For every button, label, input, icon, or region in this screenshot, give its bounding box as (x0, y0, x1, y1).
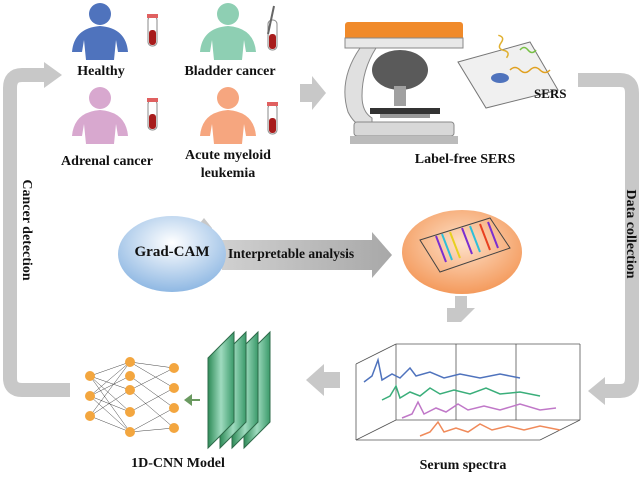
arrow-down-spectra (447, 296, 475, 322)
sers-instrument-icon (344, 22, 464, 144)
sers-substrate-icon (457, 34, 559, 109)
heatmap-ellipse (402, 210, 522, 294)
gradcam-label: Grad-CAM (134, 244, 210, 260)
label-adrenal-cancer: Adrenal cancer (61, 154, 153, 169)
spectra-plot-icon (355, 343, 581, 441)
label-sers: SERS (534, 86, 567, 101)
bladder-person-icon (200, 3, 256, 60)
gradcam-ellipse (118, 216, 226, 292)
adrenal-person-icon (72, 87, 128, 144)
neural-network-icon (85, 357, 200, 437)
cnn-layers-icon (207, 330, 271, 450)
bladder-tube-icon (267, 5, 278, 51)
label-aml-line2: leukemia (200, 166, 256, 181)
cancer-detection-label: Cancer detection (19, 179, 34, 281)
arrow-to-sers (300, 76, 326, 110)
aml-person-icon (200, 87, 256, 144)
loop-arrow-left (3, 68, 70, 397)
loop-arrow-left-head (44, 62, 62, 88)
loop-arrow-right (578, 73, 639, 398)
adrenal-tube-icon (147, 98, 158, 131)
loop-arrow-right-head (588, 377, 605, 405)
label-instrument: Label-free SERS (414, 152, 516, 167)
label-healthy: Healthy (77, 64, 125, 79)
healthy-person-icon (72, 3, 128, 60)
data-collection-label: Data collection (623, 189, 638, 279)
interpretable-arrow (222, 232, 392, 278)
aml-tube-icon (267, 102, 278, 135)
model-label: 1D-CNN Model (131, 456, 225, 471)
spectra-label: Serum spectra (419, 458, 507, 473)
healthy-tube-icon (147, 14, 158, 47)
arrow-to-model (306, 364, 340, 396)
interpretable-label: Interpretable analysis (228, 246, 355, 261)
label-aml-line1: Acute myeloid (185, 148, 271, 163)
label-bladder-cancer: Bladder cancer (184, 64, 276, 79)
